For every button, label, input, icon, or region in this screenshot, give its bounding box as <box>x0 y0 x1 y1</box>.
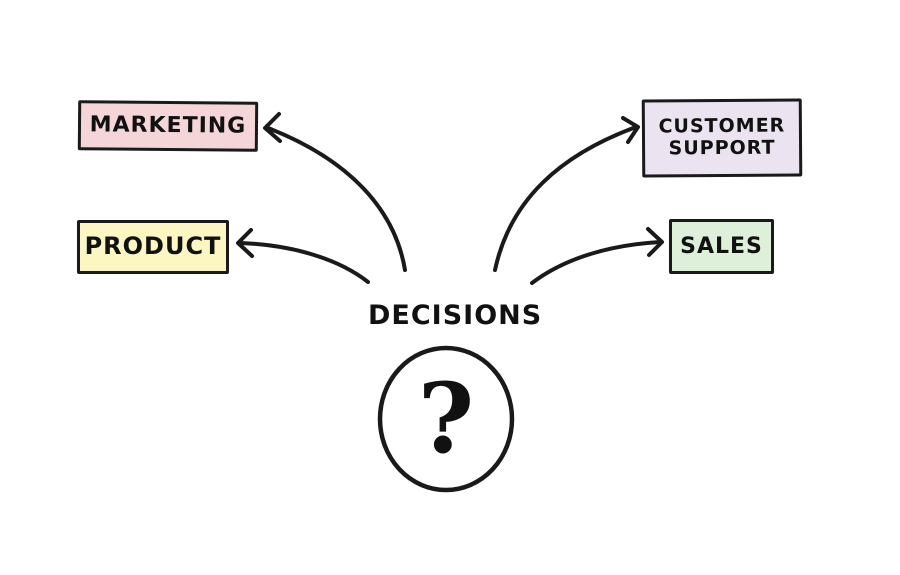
arrowhead-customer-support <box>621 116 640 144</box>
question-mark-icon: ? <box>417 362 475 475</box>
marketing-box: MARKETING <box>77 100 259 152</box>
arrowhead-sales <box>646 227 664 257</box>
customer-support-label-line1: CUSTOMER <box>658 114 786 138</box>
sales-box: SALES <box>669 219 774 274</box>
product-label: PRODUCT <box>84 232 222 261</box>
marketing-label: MARKETING <box>89 112 247 140</box>
arrow-to-product <box>238 241 370 284</box>
product-box: PRODUCT <box>77 220 229 274</box>
customer-support-box: CUSTOMER SUPPORT <box>641 98 803 178</box>
arrowhead-product <box>236 228 254 258</box>
decisions-label: DECISIONS <box>368 300 543 331</box>
arrowhead-marketing <box>263 112 282 143</box>
sales-label: SALES <box>680 233 763 259</box>
customer-support-label-line2: SUPPORT <box>668 136 776 160</box>
arrow-to-marketing <box>266 126 407 272</box>
arrow-to-customer-support <box>493 125 638 272</box>
question-circle <box>377 345 515 493</box>
arrow-to-sales <box>530 240 662 285</box>
